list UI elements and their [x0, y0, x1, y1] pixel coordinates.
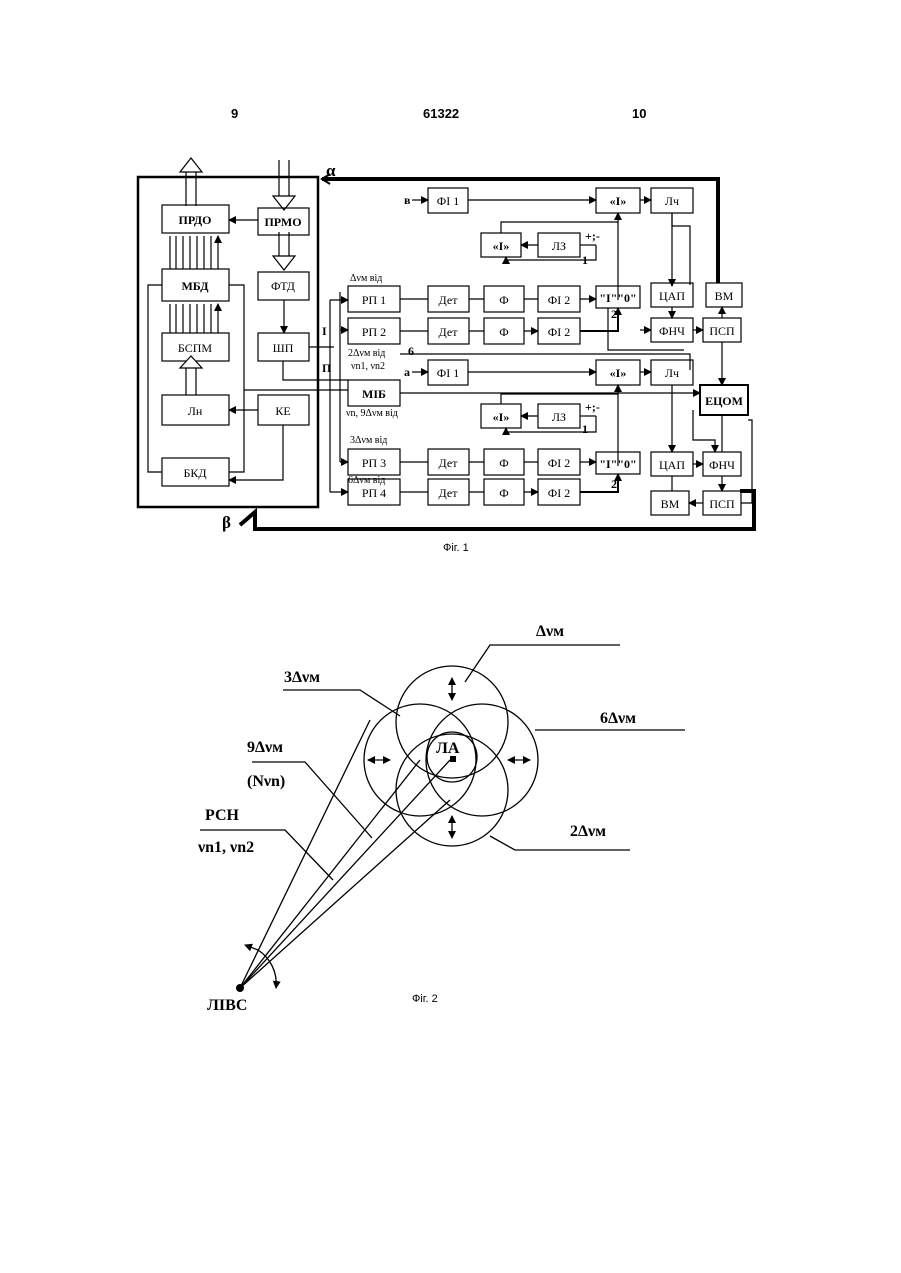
det2-label: Дет — [439, 325, 459, 339]
input-a-label: а — [404, 365, 410, 379]
f4-label: Ф — [499, 486, 508, 500]
label-6dnu: 6Δνм — [600, 710, 636, 727]
one-top-label: «I» — [610, 194, 627, 208]
prmo-input-arrow — [279, 160, 289, 198]
input-v-label: в — [404, 193, 411, 207]
beta-label: β — [222, 513, 231, 532]
bspm-label: БСПМ — [178, 341, 212, 355]
label-2dnu: 2Δνм — [570, 823, 606, 840]
figure-2 — [200, 645, 685, 988]
rp2-label: РП 2 — [362, 325, 386, 339]
det1-label: Дет — [439, 293, 459, 307]
bm-bottom-label: ВМ — [661, 497, 680, 511]
alpha-label: α — [326, 161, 336, 180]
tsap-top-label: ЦАП — [659, 289, 685, 303]
tsap-bottom-label: ЦАП — [659, 458, 685, 472]
label-la: ЛА — [436, 740, 460, 757]
fi2-1-label: ФІ 2 — [548, 293, 570, 307]
num-2-bottom: 2 — [611, 477, 617, 491]
num-1-top: 1 — [582, 253, 588, 267]
leader-2dnu — [490, 836, 630, 850]
f2-label: Ф — [499, 325, 508, 339]
prdo-output-arrow — [186, 170, 196, 206]
fnch-top-label: ФНЧ — [659, 324, 685, 338]
freq-mib-bottom: νn, 9Δνм від — [346, 408, 398, 419]
one-mid-top-label: «I» — [493, 239, 510, 253]
fi1-top-label: ФІ 1 — [437, 194, 459, 208]
figure-1 — [138, 158, 754, 529]
label-rsn: РСН — [205, 807, 240, 824]
fnch-bottom-label: ФНЧ — [709, 458, 735, 472]
plus-minus-bottom: +;- — [585, 400, 600, 414]
lz-top-label: ЛЗ — [552, 239, 566, 253]
etsom-label: ЕЦОМ — [705, 394, 743, 408]
leader-3dnu — [283, 690, 400, 716]
bus-i-label: I — [322, 324, 327, 338]
ke-label: КЕ — [275, 404, 290, 418]
prmo-label: ПРМО — [264, 215, 301, 229]
label-n-nu: (Nνn) — [247, 773, 285, 790]
rp3-label: РП 3 — [362, 456, 386, 470]
one-zero-top-label: "I""0" — [599, 291, 636, 305]
bus-ii-label: П — [322, 361, 332, 375]
label-9dnu: 9Δνм — [247, 739, 283, 756]
bm-top-label: ВМ — [715, 289, 734, 303]
livs-point — [236, 984, 244, 992]
freq-rp2: 2Δνм від — [348, 348, 385, 359]
label-dnu: Δνм — [536, 623, 564, 640]
psp-top-label: ПСП — [709, 324, 735, 338]
fig2-caption: Фіг. 2 — [412, 993, 438, 1005]
lz-bottom-label: ЛЗ — [552, 410, 566, 424]
det3-label: Дет — [439, 456, 459, 470]
freq-rp3: 3Δνм від — [350, 435, 387, 446]
ln-label: Лн — [188, 404, 203, 418]
one-mid-bottom-label: «I» — [493, 410, 510, 424]
cone-line-upper — [240, 760, 450, 988]
one-zero-bottom-label: "I""0" — [599, 457, 636, 471]
figure-1-labels: α β ПРДО ПРМО МБД ФТД БСПМ ШП Лн КЕ БКД … — [178, 161, 743, 554]
num-2-top: 2 — [611, 307, 617, 321]
alpha-feedback-line — [322, 179, 718, 283]
one-bottom-label: «I» — [610, 366, 627, 380]
mib-label: МІБ — [362, 387, 386, 401]
ftd-label: ФТД — [271, 279, 295, 293]
bkd-label: БКД — [183, 466, 206, 480]
fi2-2-label: ФІ 2 — [548, 325, 570, 339]
rp1-label: РП 1 — [362, 293, 386, 307]
label-3dnu: 3Δνм — [284, 669, 320, 686]
prdo-label: ПРДО — [179, 213, 212, 227]
mbd-label: МБД — [181, 279, 209, 293]
f1-label: Ф — [499, 293, 508, 307]
freq-rp4: 6Δνм від — [348, 475, 385, 486]
num-6: 6 — [408, 344, 414, 358]
label-nu-n1-n2: νn1, νn2 — [197, 839, 254, 856]
figure-2-labels: Δνм 3Δνм 6Δνм 9Δνм (Nνn) РСН νn1, νn2 2Δ… — [197, 623, 636, 1014]
shp-label: ШП — [273, 341, 294, 355]
psp-bottom-label: ПСП — [709, 497, 735, 511]
lch-bottom-label: Лч — [665, 366, 679, 380]
freq-rp1: Δνм від — [350, 273, 382, 284]
plus-minus-top: +;- — [585, 229, 600, 243]
bus-arrows-bspm-mbd — [170, 304, 218, 333]
fi1-bottom-label: ФІ 1 — [437, 366, 459, 380]
bus-arrows-mbd-prdo — [170, 236, 218, 269]
fi2-4-label: ФІ 2 — [548, 486, 570, 500]
lch-top-label: Лч — [665, 194, 679, 208]
num-1-bottom: 1 — [582, 422, 588, 436]
rp4-label: РП 4 — [362, 486, 386, 500]
f3-label: Ф — [499, 456, 508, 470]
det4-label: Дет — [439, 486, 459, 500]
fig1-caption: Фіг. 1 — [443, 542, 469, 554]
freq-mib-top: νn1, νn2 — [351, 361, 385, 372]
leader-dnu — [465, 645, 620, 682]
fi2-3-label: ФІ 2 — [548, 456, 570, 470]
label-livs: ЛІВС — [207, 997, 247, 1014]
